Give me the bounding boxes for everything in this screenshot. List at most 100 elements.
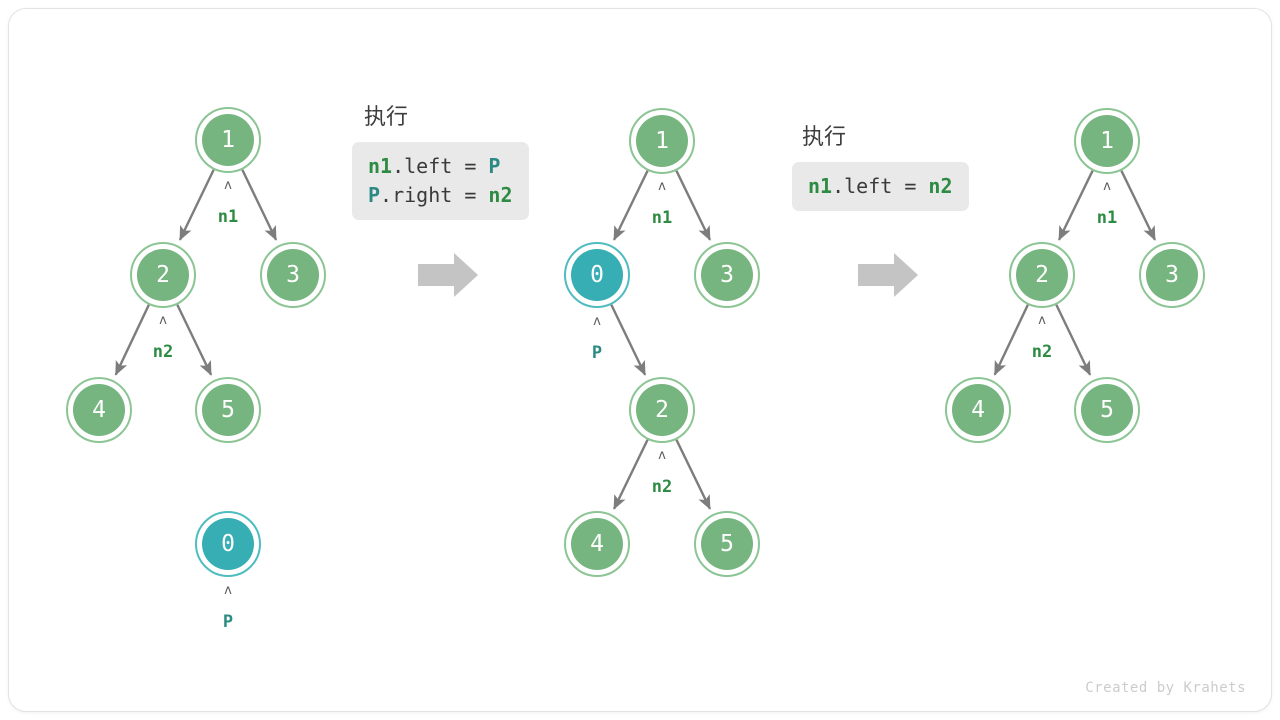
tree-node-3[interactable]: 3 bbox=[694, 242, 760, 308]
tree-node-0[interactable]: 0 bbox=[564, 242, 630, 308]
node-disc bbox=[1081, 115, 1133, 167]
pointer-caret-icon: ʌ bbox=[658, 179, 666, 194]
node-disc bbox=[137, 249, 189, 301]
node-value: 4 bbox=[971, 397, 985, 423]
code-token: P bbox=[488, 154, 501, 178]
tree-node-3[interactable]: 3 bbox=[1139, 242, 1205, 308]
tree-edge bbox=[1120, 170, 1157, 241]
tree-node-5[interactable]: 5 bbox=[694, 511, 760, 577]
node-outer-ring bbox=[564, 511, 630, 577]
tree-edge bbox=[114, 304, 150, 376]
tree-edge bbox=[1057, 170, 1094, 241]
node-outer-ring bbox=[629, 108, 695, 174]
pointer-label-n1: ʌn1 bbox=[1097, 179, 1117, 228]
node-outer-ring bbox=[66, 377, 132, 443]
node-value: 2 bbox=[156, 262, 170, 288]
node-disc bbox=[636, 384, 688, 436]
pointer-caret-icon: ʌ bbox=[1038, 313, 1046, 328]
pointer-caret-icon: ʌ bbox=[224, 178, 232, 193]
node-outer-ring bbox=[945, 377, 1011, 443]
node-outer-ring bbox=[130, 242, 196, 308]
code-token: n2 bbox=[928, 174, 953, 198]
tree-edge bbox=[1055, 304, 1092, 376]
node-disc bbox=[571, 518, 623, 570]
tree-node-4[interactable]: 4 bbox=[66, 377, 132, 443]
node-value: 3 bbox=[286, 262, 300, 288]
node-value: 1 bbox=[655, 128, 669, 154]
tree-nodes-layer: 1 2 3 4 5 0 1 0 3 2 4 5 1 2 3 4 5 bbox=[66, 107, 1205, 577]
tree-node-3[interactable]: 3 bbox=[260, 242, 326, 308]
node-disc bbox=[73, 384, 125, 436]
tree-edge bbox=[612, 170, 649, 241]
pointer-name: n2 bbox=[153, 342, 173, 362]
node-outer-ring bbox=[195, 511, 261, 577]
pointer-label-P: ʌP bbox=[592, 314, 602, 363]
code-token: n2 bbox=[488, 183, 513, 207]
node-outer-ring bbox=[260, 242, 326, 308]
node-disc bbox=[952, 384, 1004, 436]
code-token: .left = bbox=[392, 154, 489, 178]
code-line: P.right = n2 bbox=[368, 181, 513, 210]
tree-edge bbox=[612, 439, 649, 510]
pointer-name: P bbox=[592, 343, 602, 363]
node-value: 5 bbox=[720, 531, 734, 557]
tree-edge bbox=[675, 170, 712, 241]
node-disc bbox=[202, 114, 254, 166]
tree-edges-layer bbox=[114, 169, 1157, 510]
tree-node-4[interactable]: 4 bbox=[945, 377, 1011, 443]
pointer-name: n2 bbox=[652, 477, 672, 497]
tree-node-1[interactable]: 1 bbox=[1074, 108, 1140, 174]
node-value: 1 bbox=[221, 127, 235, 153]
tree-node-2[interactable]: 2 bbox=[629, 377, 695, 443]
pointer-label-n2: ʌn2 bbox=[652, 448, 672, 497]
tree-node-4[interactable]: 4 bbox=[564, 511, 630, 577]
tree-edge bbox=[178, 169, 215, 241]
pointer-label-n2: ʌ n2 bbox=[153, 313, 173, 362]
pointer-label-n1: ʌ n1 bbox=[652, 179, 672, 228]
pointer-name: n1 bbox=[1097, 208, 1117, 228]
transition-arrow-icon bbox=[418, 253, 478, 297]
node-value: 3 bbox=[1165, 262, 1179, 288]
node-outer-ring bbox=[629, 377, 695, 443]
node-value: 4 bbox=[92, 397, 106, 423]
tree-edge bbox=[610, 304, 647, 376]
node-disc bbox=[202, 518, 254, 570]
pointer-label-P: ʌP bbox=[223, 583, 233, 632]
node-outer-ring bbox=[564, 242, 630, 308]
exec-label-step-2: 执行 bbox=[802, 124, 847, 149]
node-disc bbox=[267, 249, 319, 301]
watermark: Created by Krahets bbox=[1085, 680, 1246, 696]
node-value: 2 bbox=[655, 397, 669, 423]
tree-node-1[interactable]: 1 bbox=[629, 108, 695, 174]
tree-node-0[interactable]: 0 bbox=[195, 511, 261, 577]
tree-edge bbox=[176, 304, 213, 376]
pointer-label-n1: ʌ n1 bbox=[218, 178, 238, 227]
node-disc bbox=[636, 115, 688, 167]
pointer-caret-icon: ʌ bbox=[593, 314, 601, 329]
pointer-caret-icon: ʌ bbox=[224, 583, 232, 598]
code-token: .right = bbox=[380, 183, 489, 207]
code-token: .left = bbox=[832, 174, 929, 198]
node-disc bbox=[202, 384, 254, 436]
tree-node-2[interactable]: 2 bbox=[130, 242, 196, 308]
pointer-name: n1 bbox=[652, 208, 672, 228]
transition-arrow-icon bbox=[858, 253, 918, 297]
code-line: n1.left = P bbox=[368, 152, 513, 181]
tree-node-2[interactable]: 2 bbox=[1009, 242, 1075, 308]
pointer-name: n2 bbox=[1032, 342, 1052, 362]
pointer-name: n1 bbox=[218, 207, 238, 227]
tree-node-5[interactable]: 5 bbox=[1074, 377, 1140, 443]
node-value: 4 bbox=[590, 531, 604, 557]
tree-node-5[interactable]: 5 bbox=[195, 377, 261, 443]
pointer-caret-icon: ʌ bbox=[159, 313, 167, 328]
tree-node-1[interactable]: 1 bbox=[195, 107, 261, 173]
node-value: 3 bbox=[720, 262, 734, 288]
code-line: n1.left = n2 bbox=[808, 172, 953, 201]
node-value: 0 bbox=[590, 262, 604, 288]
node-outer-ring bbox=[694, 511, 760, 577]
pointer-name: P bbox=[223, 612, 233, 632]
